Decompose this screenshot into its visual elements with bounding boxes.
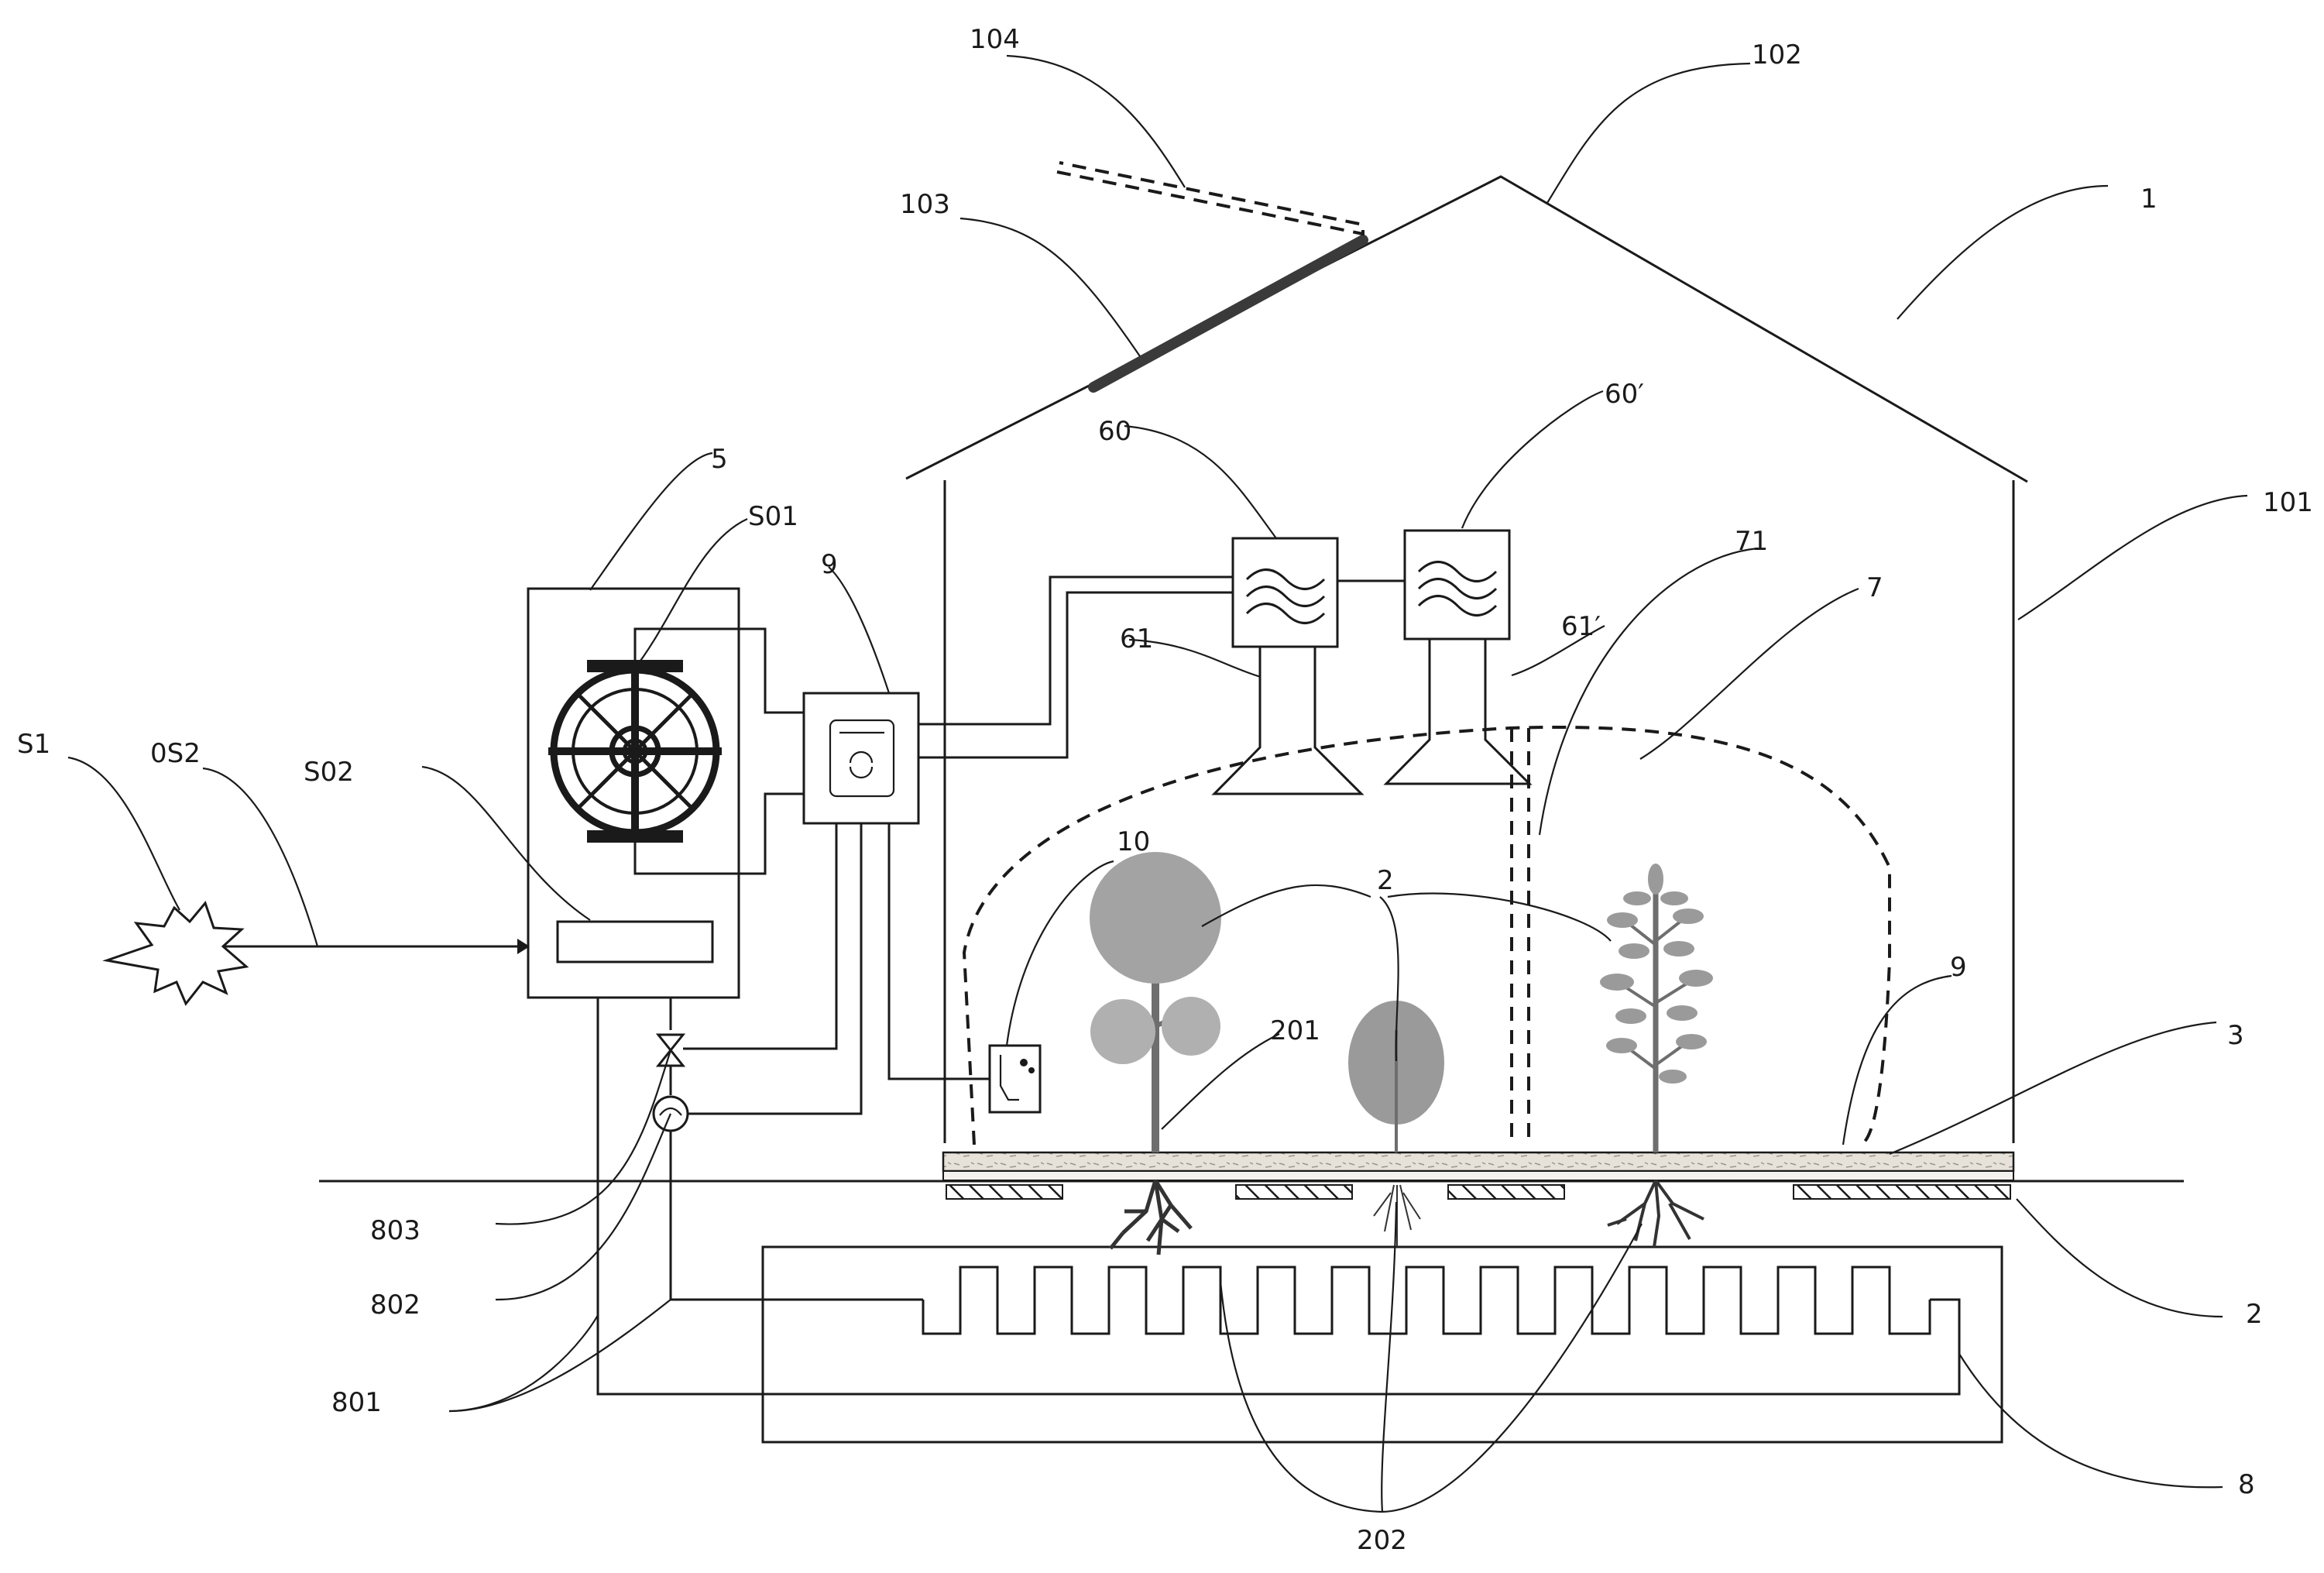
serpentine-pipe [922,1266,1931,1335]
label-101: 101 [2263,487,2313,518]
foundation-strips [946,1184,2011,1200]
label-S01: S01 [748,501,798,532]
dashed-enclosure [962,725,1891,1146]
label-61: 61 [1120,623,1153,654]
label-801: 801 [331,1387,382,1418]
plant-leafy-tree [1600,864,1713,1152]
pipe-fan-ctrl-top [633,627,804,714]
soil-bed [942,1151,2015,1181]
panel-open-position [1056,161,1365,236]
label-60: 60 [1098,416,1131,447]
sensor-10 [988,1044,1042,1114]
pipe-fan-ctrl-bottom [633,792,804,875]
greenhouse-building [905,161,2028,1143]
leader-lines [67,54,2248,1513]
heat-loop-housing-8 [761,1245,2003,1444]
label-3: 3 [2227,1020,2244,1051]
label-803: 803 [370,1215,421,1246]
greenhouse-roof [905,175,2028,483]
label-102: 102 [1752,39,1802,70]
label-71: 71 [1735,526,1768,557]
plant-round-tree [1090,852,1221,1152]
label-201: 201 [1270,1015,1320,1046]
wire-ctrl-pump [688,823,863,1115]
label-61-prime: 61′ [1561,611,1601,642]
label-S1: S1 [17,729,50,760]
label-2-ground: 2 [2246,1299,2263,1330]
energy-source-burst [102,900,249,1006]
label-0S2: 0S2 [150,738,201,769]
label-7: 7 [1866,572,1883,603]
label-1: 1 [2140,184,2158,215]
wire-ctrl-sensor [887,823,990,1080]
label-8: 8 [2238,1469,2255,1500]
label-104: 104 [970,24,1020,55]
label-802: 802 [370,1290,421,1321]
valve-803-top [655,1033,686,1053]
roof-solar-panel [1088,235,1368,393]
roots [1109,1179,1704,1255]
label-2-plants: 2 [1377,865,1394,896]
heat-pump-unit-5 [527,587,740,999]
wire-ctrl-valve [683,823,838,1050]
label-60-prime: 60′ [1605,379,1644,410]
energy-arrowhead [517,939,530,954]
controller-9 [802,692,920,825]
label-10: 10 [1117,826,1150,857]
label-9-controller: 9 [821,549,838,580]
heater-60 [1211,537,1365,795]
label-202: 202 [1357,1525,1407,1556]
wire-ctrl-heater-b [918,591,1233,759]
label-5: 5 [711,444,728,475]
pipe-return-801 [596,998,1961,1396]
label-103: 103 [900,189,950,220]
heater-60-prime [1383,529,1533,785]
label-9-sensor: 9 [1950,952,1967,983]
label-S02: S02 [304,757,354,788]
wire-ctrl-heater-a [918,575,1233,726]
pump-impeller-icon [659,1107,682,1116]
